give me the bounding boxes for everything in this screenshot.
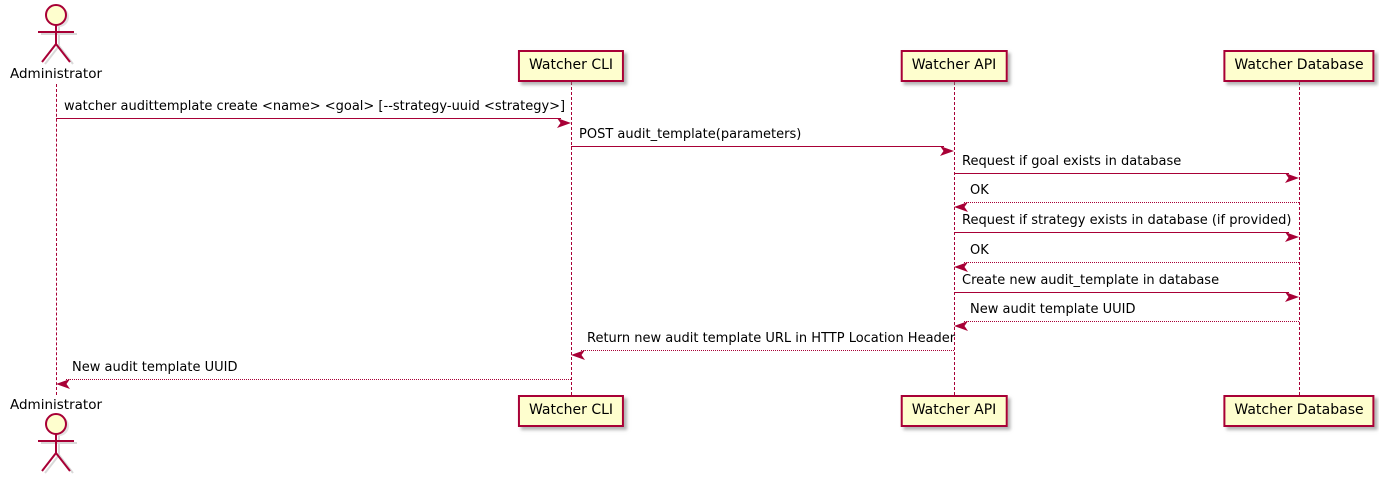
lifeline-watcher-api — [954, 82, 955, 395]
actor-label-administrator-bottom: Administrator — [9, 397, 103, 413]
message-line — [571, 146, 944, 147]
message-label: Request if strategy exists in database (… — [962, 213, 1292, 228]
participant-box-watcher-api-top: Watcher API — [900, 50, 1008, 82]
arrowhead-right-icon — [557, 113, 571, 128]
arrowhead-left-icon — [954, 316, 968, 331]
message-label: Return new audit template URL in HTTP Lo… — [587, 331, 956, 346]
arrowhead-left-icon — [571, 345, 585, 360]
arrowhead-right-icon — [1285, 227, 1299, 242]
message-line — [56, 118, 561, 119]
participant-box-watcher-database-bottom: Watcher Database — [1223, 395, 1375, 427]
message-label: OK — [970, 243, 989, 258]
message-label: POST audit_template(parameters) — [579, 127, 802, 142]
participant-box-watcher-cli-bottom: Watcher CLI — [517, 395, 625, 427]
arrowhead-right-icon — [940, 141, 954, 156]
lifeline-administrator — [56, 84, 57, 395]
participant-box-watcher-api-bottom: Watcher API — [900, 395, 1008, 427]
participant-box-watcher-database-top: Watcher Database — [1223, 50, 1375, 82]
arrowhead-left-icon — [56, 374, 70, 389]
message-label: OK — [970, 183, 989, 198]
message-label: watcher audittemplate create <name> <goa… — [64, 99, 566, 114]
actor-label-administrator-top: Administrator — [9, 66, 103, 82]
message-line — [964, 321, 1299, 322]
message-line — [581, 350, 954, 351]
message-line — [964, 202, 1299, 203]
message-line — [954, 232, 1289, 233]
arrowhead-right-icon — [1285, 168, 1299, 183]
actor-icon-administrator-top — [34, 4, 78, 68]
arrowhead-left-icon — [954, 197, 968, 212]
message-line — [954, 173, 1289, 174]
message-label: New audit template UUID — [72, 360, 238, 375]
lifeline-watcher-cli — [571, 82, 572, 395]
message-line — [964, 262, 1299, 263]
participant-box-watcher-cli-top: Watcher CLI — [517, 50, 625, 82]
message-label: New audit template UUID — [970, 302, 1136, 317]
lifeline-watcher-database — [1299, 82, 1300, 395]
arrowhead-left-icon — [954, 257, 968, 272]
message-label: Request if goal exists in database — [962, 154, 1182, 169]
arrowhead-right-icon — [1285, 287, 1299, 302]
message-label: Create new audit_template in database — [962, 273, 1220, 288]
message-line — [954, 292, 1289, 293]
message-line — [66, 379, 571, 380]
actor-icon-administrator-bottom — [34, 413, 78, 477]
